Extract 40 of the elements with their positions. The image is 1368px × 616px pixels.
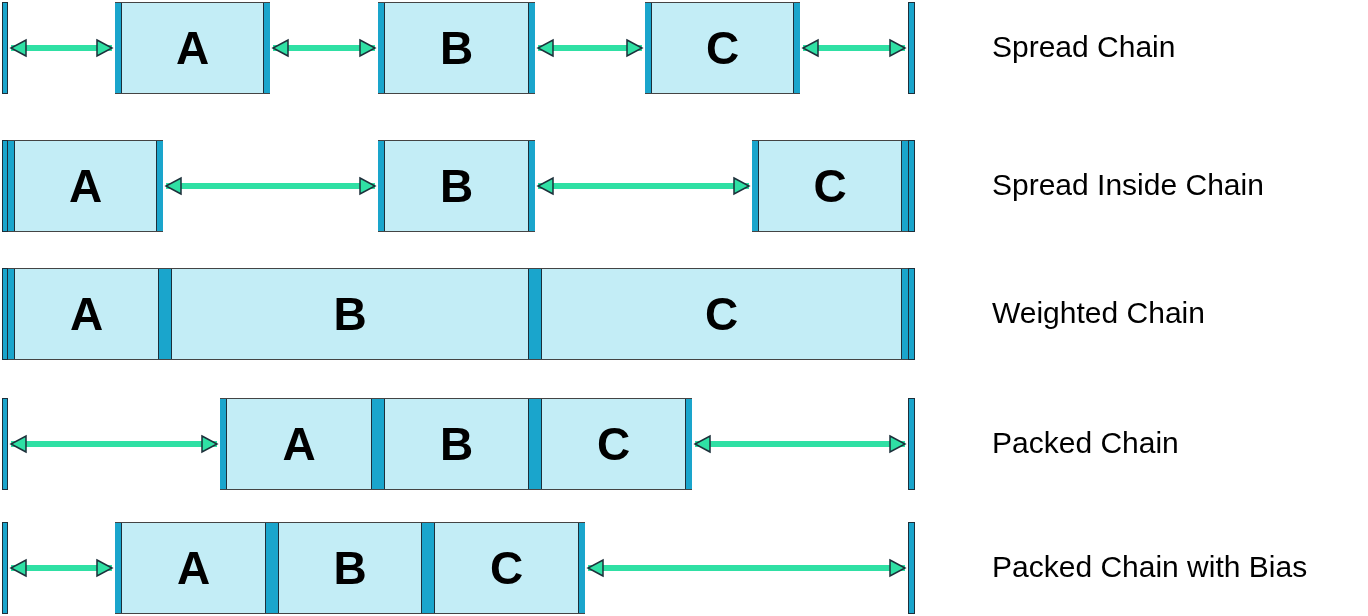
- widget-box: C: [752, 140, 908, 232]
- widget-box: B: [378, 2, 535, 94]
- double-arrow: [802, 39, 906, 57]
- wall-bar: [908, 268, 915, 360]
- widget-box: A: [220, 398, 378, 490]
- chain-label: Spread Chain: [992, 30, 1176, 64]
- double-arrow: [10, 435, 218, 453]
- double-arrow: [10, 39, 113, 57]
- widget-box: B: [272, 522, 428, 614]
- wall-bar: [2, 522, 8, 614]
- wall-bar: [908, 522, 915, 614]
- widget-box: B: [378, 398, 535, 490]
- chain-label: Packed Chain with Bias: [992, 550, 1308, 584]
- wall-bar: [908, 140, 915, 232]
- wall-bar: [908, 398, 915, 490]
- wall-bar: [908, 2, 915, 94]
- wall-bar: [2, 268, 8, 360]
- double-arrow: [537, 177, 750, 195]
- wall-bar: [2, 398, 8, 490]
- widget-box: C: [535, 398, 692, 490]
- double-arrow: [694, 435, 906, 453]
- chain-label: Packed Chain: [992, 426, 1179, 460]
- double-arrow: [165, 177, 376, 195]
- double-arrow: [587, 559, 906, 577]
- widget-box: C: [645, 2, 800, 94]
- chain-label: Weighted Chain: [992, 296, 1205, 330]
- widget-box: A: [8, 140, 163, 232]
- widget-box: B: [165, 268, 535, 360]
- widget-box: B: [378, 140, 535, 232]
- widget-box: A: [115, 2, 270, 94]
- widget-box: C: [535, 268, 908, 360]
- double-arrow: [537, 39, 643, 57]
- widget-box: A: [8, 268, 165, 360]
- double-arrow: [272, 39, 376, 57]
- double-arrow: [10, 559, 113, 577]
- chain-label: Spread Inside Chain: [992, 168, 1264, 202]
- widget-box: C: [428, 522, 585, 614]
- widget-box: A: [115, 522, 272, 614]
- wall-bar: [2, 140, 8, 232]
- wall-bar: [2, 2, 8, 94]
